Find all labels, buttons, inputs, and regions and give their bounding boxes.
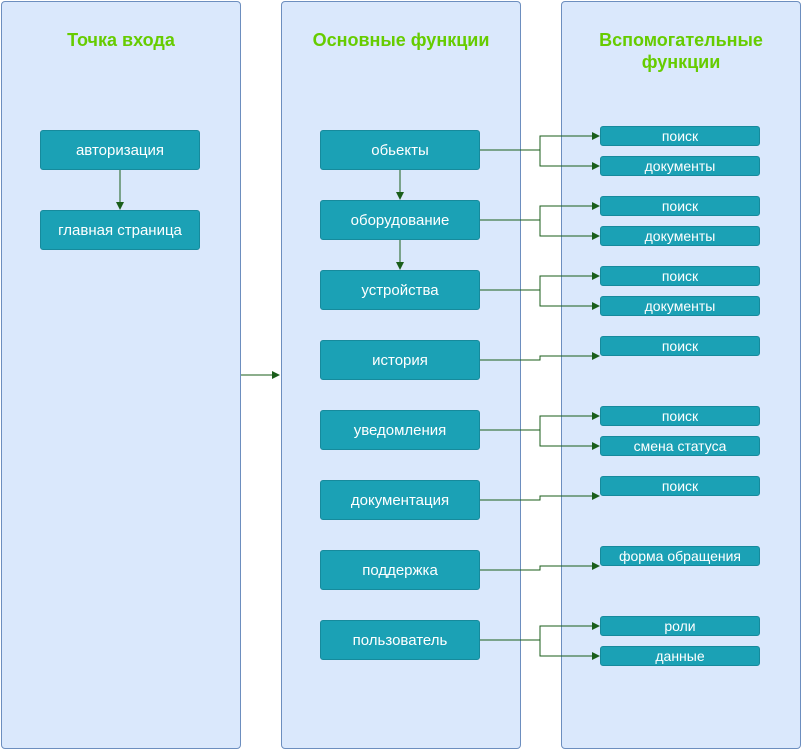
lane-auxiliary-functions: Вспомогательные функции — [561, 1, 801, 749]
node-support-request-form[interactable]: форма обращения — [600, 546, 760, 566]
lane-title-main: Основные функции — [312, 30, 490, 50]
node-support[interactable]: поддержка — [320, 550, 480, 590]
node-devices-documents[interactable]: документы — [600, 296, 760, 316]
node-objects-documents[interactable]: документы — [600, 156, 760, 176]
lane-title-aux: Вспомогательные функции — [599, 30, 763, 72]
node-history-search[interactable]: поиск — [600, 336, 760, 356]
node-notifications-search[interactable]: поиск — [600, 406, 760, 426]
lane-entry-point: Точка входа — [1, 1, 241, 749]
node-objects[interactable]: обьекты — [320, 130, 480, 170]
node-equipment[interactable]: оборудование — [320, 200, 480, 240]
node-history[interactable]: история — [320, 340, 480, 380]
node-user[interactable]: пользователь — [320, 620, 480, 660]
node-notifications-status-change[interactable]: смена статуса — [600, 436, 760, 456]
node-equipment-search[interactable]: поиск — [600, 196, 760, 216]
node-notifications[interactable]: уведомления — [320, 410, 480, 450]
node-devices[interactable]: устройства — [320, 270, 480, 310]
node-documentation-search[interactable]: поиск — [600, 476, 760, 496]
node-authorization[interactable]: авторизация — [40, 130, 200, 170]
lane-title-entry: Точка входа — [67, 30, 175, 50]
node-equipment-documents[interactable]: документы — [600, 226, 760, 246]
node-user-roles[interactable]: роли — [600, 616, 760, 636]
node-home-page[interactable]: главная страница — [40, 210, 200, 250]
node-objects-search[interactable]: поиск — [600, 126, 760, 146]
node-documentation[interactable]: документация — [320, 480, 480, 520]
node-user-data[interactable]: данные — [600, 646, 760, 666]
node-devices-search[interactable]: поиск — [600, 266, 760, 286]
